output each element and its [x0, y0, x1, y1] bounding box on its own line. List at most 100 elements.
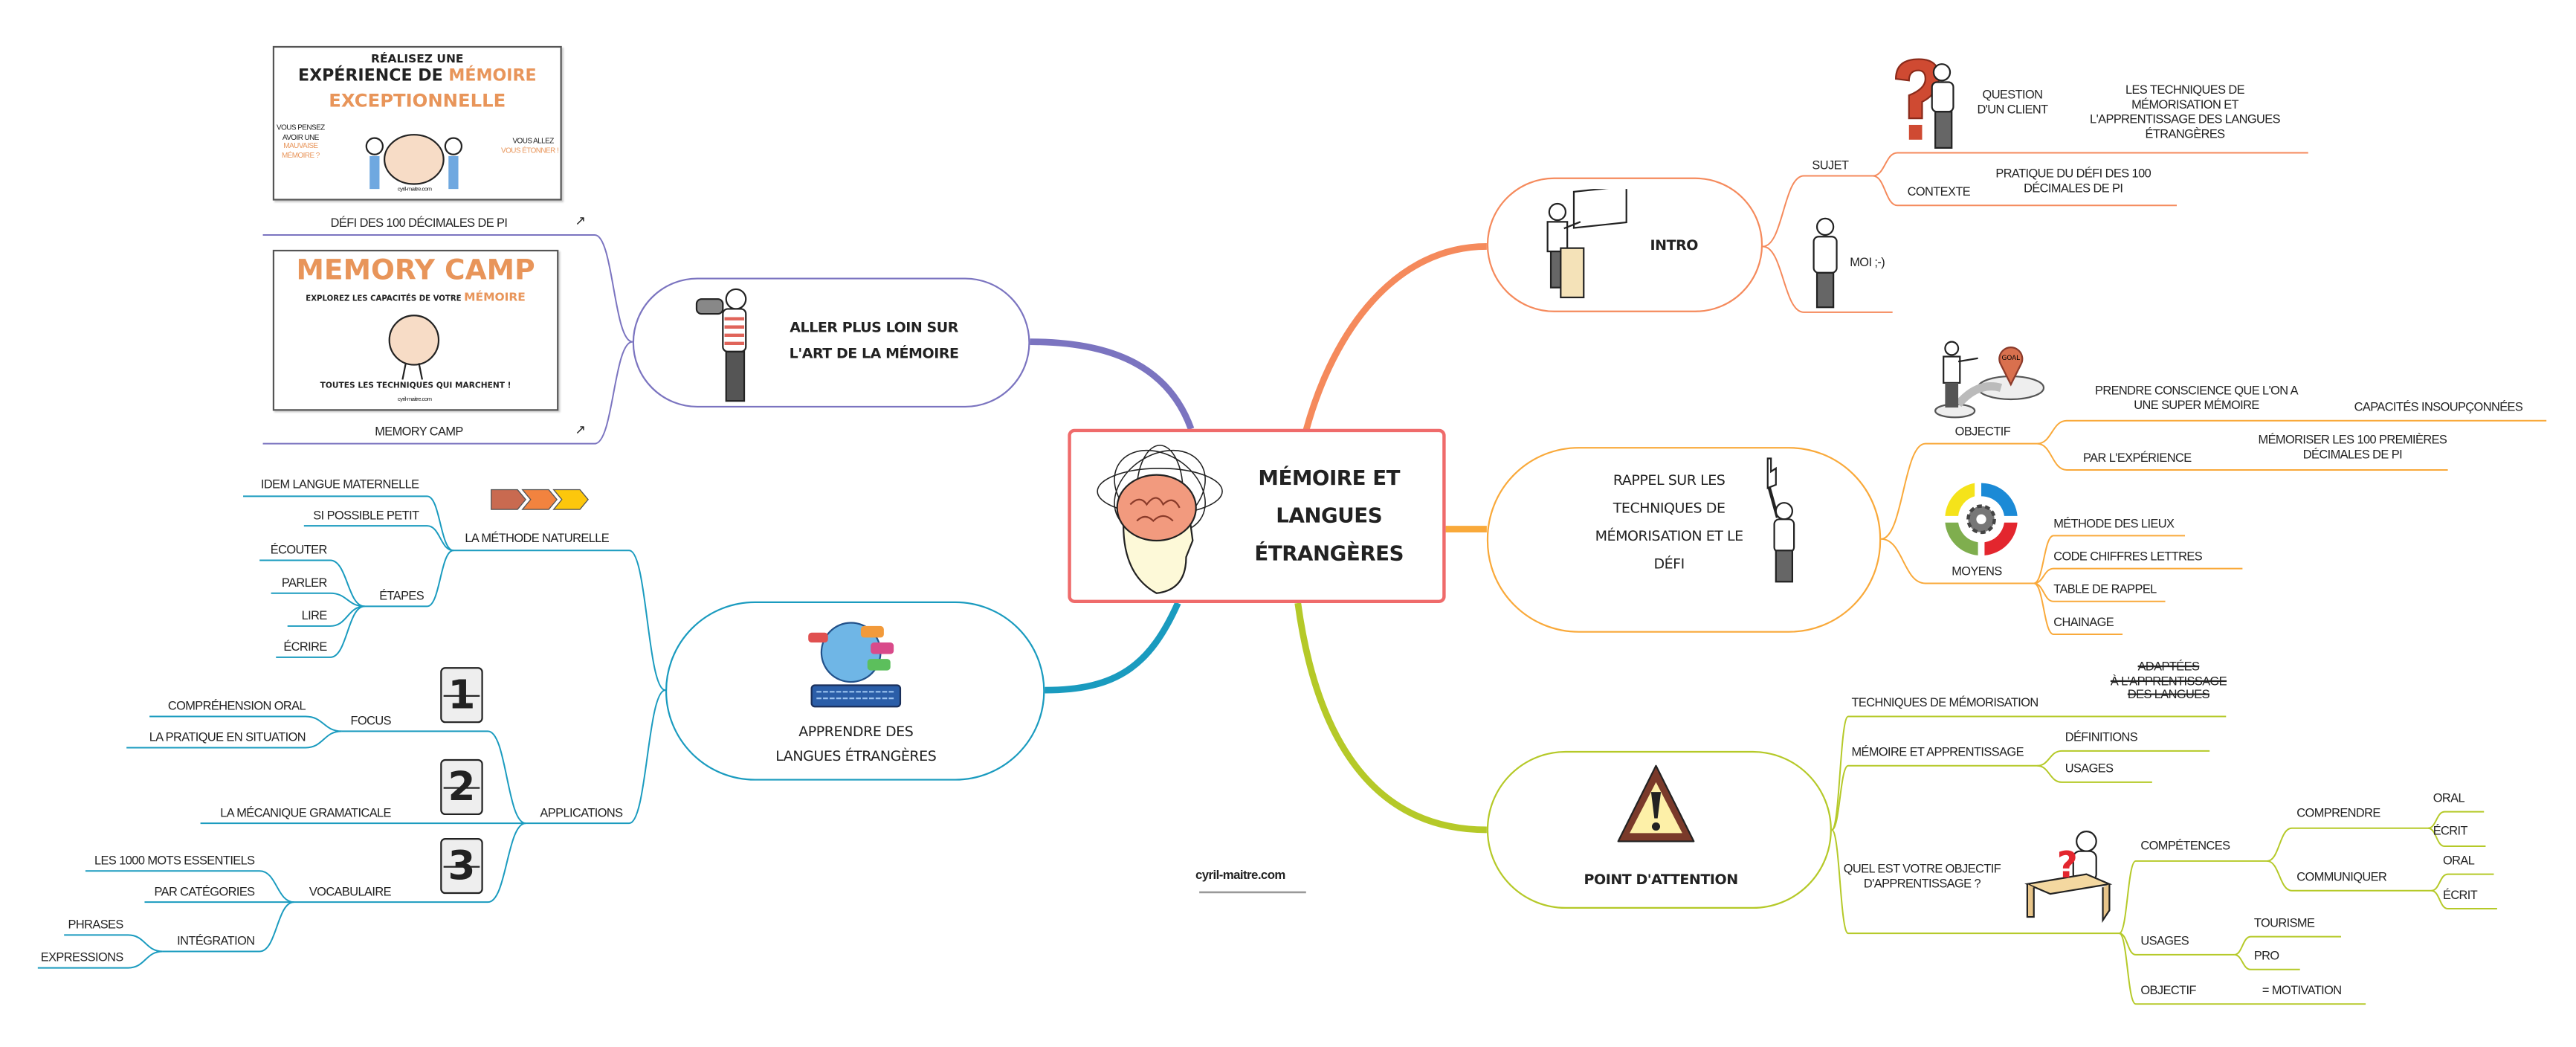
topic-rappel[interactable]: RAPPEL SUR LES TECHNIQUES DE MÉMORISATIO…: [1486, 447, 1882, 633]
binoculars-person-icon: [695, 288, 747, 402]
label-motivation: = MOTIVATION: [2262, 982, 2342, 998]
poster-defi-image[interactable]: RÉALISEZ UNE EXPÉRIENCE DE MÉMOIRE EXCEP…: [272, 45, 562, 201]
link-memory-camp[interactable]: MEMORY CAMP: [375, 424, 463, 439]
connector-apprendre: [37, 950, 163, 969]
label-prendre-conscience: PRENDRE CONSCIENCE QUE L'ON A UNE SUPER …: [2095, 382, 2299, 413]
topic-apprendre-title: APPRENDRE DES LANGUES ÉTRANGÈRES: [775, 724, 937, 766]
label-memoire-apprentissage: MÉMOIRE ET APPRENTISSAGE: [1851, 744, 2024, 759]
moyen-item: MÉTHODE DES LIEUX: [2053, 515, 2175, 531]
topic-aller[interactable]: ALLER PLUS LOIN SUR L'ART DE LA MÉMOIRE: [632, 277, 1030, 408]
label-communiquer-oral: ORAL: [2442, 852, 2475, 868]
label-techniques: TECHNIQUES DE MÉMORISATION: [1851, 695, 2038, 710]
label-comprendre: COMPRENDRE: [2296, 805, 2380, 820]
label-tourisme: TOURISME: [2253, 915, 2315, 930]
moyen-item: CODE CHIFFRES LETTRES: [2053, 549, 2203, 564]
topic-attention-title: POINT D'ATTENTION: [1584, 872, 1739, 889]
connector-apprendre: [294, 822, 526, 903]
topic-apprendre[interactable]: APPRENDRE DES LANGUES ÉTRANGÈRES: [665, 601, 1045, 781]
etape-item: LIRE: [301, 608, 328, 623]
presenter-icon: [1546, 189, 1627, 299]
connector-attention: [2431, 889, 2497, 910]
label-moi: MOI ;-): [1850, 254, 1885, 270]
label-integration: INTÉGRATION: [177, 933, 255, 949]
connector-apprendre: [243, 495, 454, 552]
connector-apprendre: [287, 605, 365, 627]
label-phrases: PHRASES: [68, 917, 124, 932]
warning-icon: [1617, 764, 1695, 843]
connector-apprendre: [259, 559, 365, 608]
topic-attention[interactable]: POINT D'ATTENTION: [1486, 750, 1832, 909]
topic-rappel-title: RAPPEL SUR LES TECHNIQUES DE MÉMORISATIO…: [1595, 473, 1744, 574]
label-applications: APPLICATIONS: [540, 805, 623, 820]
central-topic-title: MÉMOIRE ET LANGUES ÉTRANGÈRES: [1254, 465, 1404, 566]
label-focus: FOCUS: [350, 713, 392, 728]
goal-icon: GOAL: [1934, 341, 2045, 419]
footer-site-link[interactable]: cyril-maitre.com: [1195, 867, 1285, 883]
branch-attention: [1294, 602, 1487, 834]
connector-aller: [262, 341, 633, 445]
branch-apprendre: [1045, 602, 1181, 694]
connector-apprendre: [341, 730, 526, 825]
desk-question-icon: ?: [2024, 831, 2113, 924]
connector-rappel: [1881, 538, 2034, 584]
external-link-icon[interactable]: ↗: [575, 422, 586, 437]
label-usages-2: USAGES: [2140, 933, 2189, 949]
topic-intro[interactable]: INTRO: [1486, 177, 1763, 312]
label-etapes: ÉTAPES: [379, 588, 425, 603]
connector-attention: [2267, 827, 2429, 862]
label-petit: SI POSSIBLE PETIT: [313, 507, 419, 523]
label-par-experience: PAR L'EXPÉRIENCE: [2083, 450, 2192, 465]
topic-intro-title: INTRO: [1650, 238, 1699, 255]
svg-text:?: ?: [2057, 845, 2078, 886]
connector-rappel: [1881, 442, 2038, 540]
connector-attention: [2234, 953, 2300, 970]
connector-rappel: [2037, 419, 2547, 445]
label-objectif-question: QUEL EST VOTRE OBJECTIF D'APPRENTISSAGE …: [1843, 860, 2001, 891]
label-usages: USAGES: [2065, 761, 2114, 776]
branch-aller: [1030, 338, 1195, 431]
label-vocabulaire: VOCABULAIRE: [309, 883, 392, 899]
connector-intro: [1762, 175, 1873, 248]
poster-memory-camp-image[interactable]: MEMORY CAMP EXPLOREZ LES CAPACITÉS DE VO…: [272, 249, 559, 411]
cycle-arrows-icon: [1945, 483, 2018, 555]
label-methode-naturelle: LA MÉTHODE NATURELLE: [465, 530, 610, 546]
connector-apprendre: [303, 525, 454, 552]
connector-apprendre: [526, 689, 666, 825]
standing-person-icon: [1812, 217, 1838, 309]
brain-icon: [365, 134, 463, 190]
label-memoriser: MÉMORISER LES 100 PREMIÈRES DÉCIMALES DE…: [2258, 432, 2447, 462]
label-contexte: CONTEXTE: [1907, 184, 1971, 199]
number-card-3: 3: [440, 837, 483, 895]
connector-intro: [1762, 245, 1893, 313]
connector-attention: [2234, 935, 2341, 956]
label-question: QUESTION D'UN CLIENT: [1977, 87, 2048, 117]
connector-apprendre: [162, 901, 294, 953]
connector-attention: [2037, 750, 2210, 767]
label-communiquer-ecrit: ÉCRIT: [2442, 887, 2478, 903]
branch-intro: [1302, 243, 1487, 432]
link-defi[interactable]: DÉFI DES 100 DÉCIMALES DE PI: [330, 215, 508, 231]
etape-item: PARLER: [281, 575, 327, 590]
etape-item: ÉCRIRE: [283, 639, 327, 654]
central-topic[interactable]: MÉMOIRE ET LANGUES ÉTRANGÈRES: [1068, 428, 1446, 603]
label-comprendre-ecrit: ÉCRIT: [2433, 823, 2468, 838]
label-pratique: LA PRATIQUE EN SITUATION: [149, 729, 306, 745]
connector-apprendre: [149, 715, 342, 732]
label-question-value: LES TECHNIQUES DE MÉMORISATION ET L'APPR…: [2090, 82, 2281, 142]
connector-rappel: [2033, 582, 2123, 635]
topic-aller-title: ALLER PLUS LOIN SUR L'ART DE LA MÉMOIRE: [789, 320, 959, 364]
brain-head-icon: [1097, 445, 1223, 594]
connector-apprendre: [364, 550, 454, 608]
label-communiquer: COMMUNIQUER: [2296, 869, 2387, 884]
question-person-icon: [1895, 58, 1954, 149]
external-link-icon[interactable]: ↗: [575, 213, 586, 229]
three-step-arrows-icon: [491, 489, 589, 510]
connector-apprendre: [453, 550, 666, 692]
moyen-item: TABLE DE RAPPEL: [2053, 582, 2157, 597]
connector-apprendre: [64, 934, 163, 953]
connector-attention: [2427, 811, 2485, 829]
connector-intro: [1872, 175, 2177, 207]
connector-rappel: [2037, 442, 2448, 471]
connector-apprendre: [276, 605, 365, 658]
